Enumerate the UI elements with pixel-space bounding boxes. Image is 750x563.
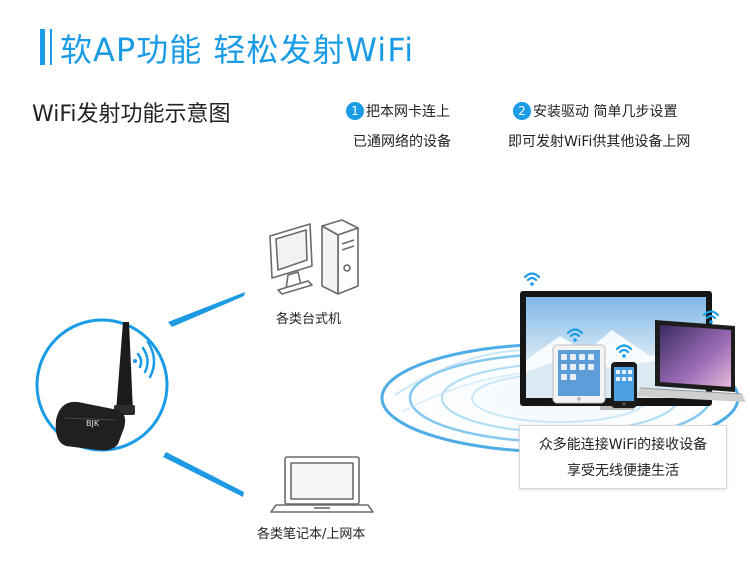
title-accent-bar [40, 29, 45, 65]
adapter-logo: BJK [86, 419, 100, 428]
diagram-subtitle: WiFi发射功能示意图 [32, 102, 231, 127]
wifi-signal-icon [136, 340, 156, 379]
step-2-number: 2 [513, 102, 531, 120]
wifi-icon-tablet [566, 328, 584, 342]
step-2-line-2: 即可发射WiFi供其他设备上网 [508, 134, 691, 150]
wifi-icon-phone [615, 344, 633, 358]
wifi-icon-macbook [702, 310, 720, 324]
desktop-computer-icon [269, 219, 359, 295]
receiving-line-2: 享受无线便捷生活 [567, 463, 679, 479]
wifi-adapter: BJK [35, 318, 169, 452]
step-1-line-2: 已通网络的设备 [353, 134, 451, 150]
wifi-icon-monitor [523, 272, 541, 286]
page-title: 软AP功能 轻松发射WiFi [60, 31, 415, 69]
tablet-icon [552, 344, 606, 404]
laptop-label: 各类笔记本/上网本 [257, 527, 366, 542]
device-wifi-icons [523, 272, 720, 358]
beam-to-laptop [163, 452, 244, 497]
desktop-label: 各类台式机 [276, 312, 342, 327]
step-2-text: 安装驱动 简单几步设置 [533, 104, 678, 120]
title-accent-bar-thin [50, 29, 52, 65]
laptop-icon [270, 456, 374, 513]
receiving-devices-box: 众多能连接WiFi的接收设备 享受无线便捷生活 [519, 425, 727, 489]
step-1-number: 1 [346, 102, 364, 120]
receiving-line-1: 众多能连接WiFi的接收设备 [538, 437, 708, 453]
step-1-text: 把本网卡连上 [366, 104, 450, 120]
beam-to-desktop [168, 292, 245, 327]
phone-icon [611, 362, 637, 408]
macbook-icon [636, 320, 746, 402]
